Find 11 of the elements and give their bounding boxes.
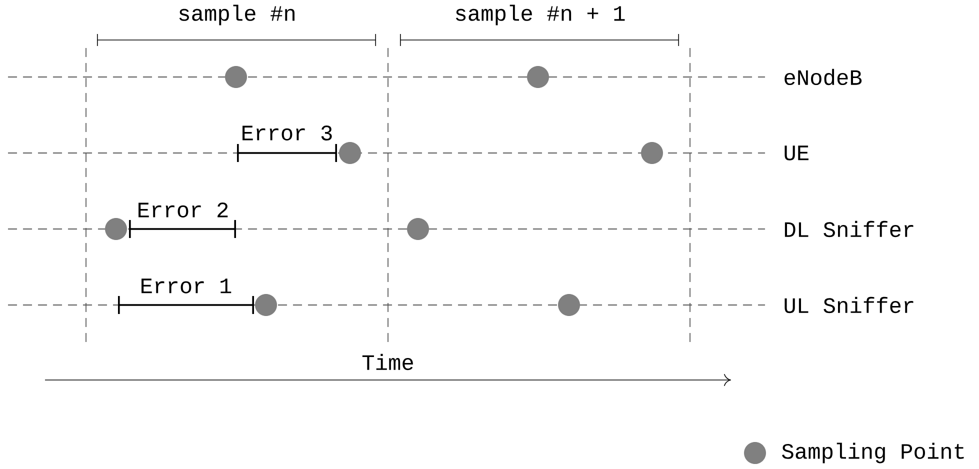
row-label: UL Sniffer — [784, 296, 914, 314]
error-label: Error 2 — [138, 202, 228, 218]
row-label: eNodeB — [784, 68, 862, 86]
row-label: DL Sniffer — [784, 220, 914, 238]
row-label: UE — [784, 146, 808, 160]
error-label: Error 1 — [142, 278, 232, 294]
interval-label: sample #n + 1 — [456, 4, 625, 26]
axis-label: Time — [362, 354, 413, 370]
legend-label: Sampling Point — [782, 442, 964, 464]
interval-label: sample #n — [179, 4, 294, 26]
error-label: Error 3 — [242, 126, 332, 140]
